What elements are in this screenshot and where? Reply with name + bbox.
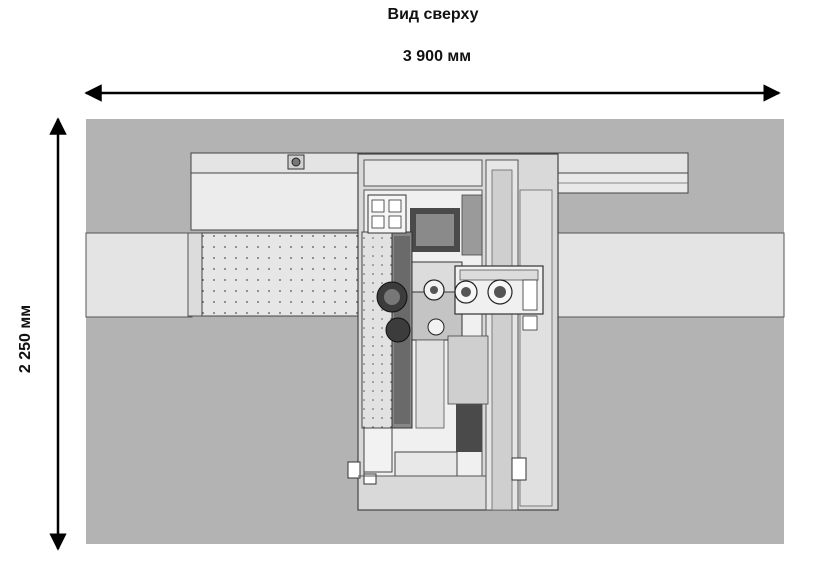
spindle-motor-lower bbox=[385, 317, 411, 343]
control-cabinet bbox=[190, 172, 359, 231]
feed-table bbox=[201, 232, 359, 317]
view-title: Вид сверху bbox=[387, 6, 479, 23]
width-dimension-label: 3 900 мм bbox=[402, 48, 472, 65]
conveyor-right bbox=[555, 232, 785, 318]
conveyor-left bbox=[85, 232, 193, 318]
